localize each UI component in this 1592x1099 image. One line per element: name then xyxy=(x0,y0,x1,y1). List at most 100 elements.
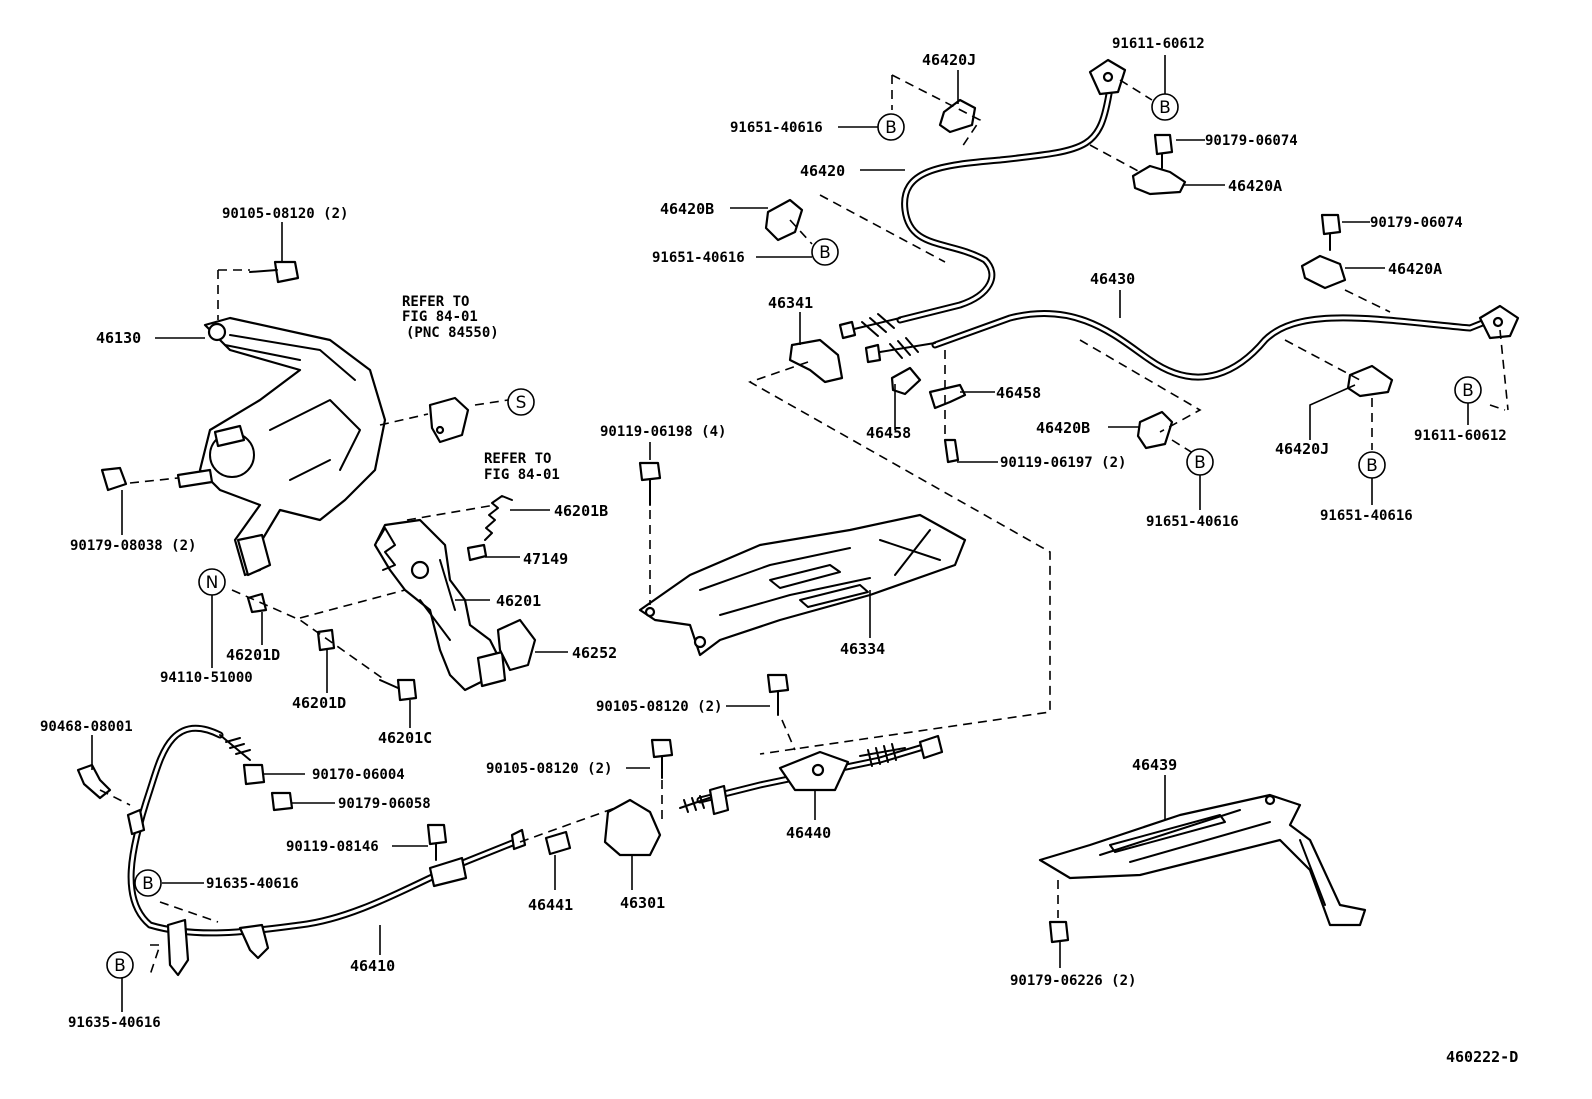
label-46420J-top: 46420J xyxy=(922,51,976,69)
label-91611-60612-top: 91611-60612 xyxy=(1112,36,1205,52)
label-90119-06197: 90119-06197 (2) xyxy=(1000,455,1126,471)
label-46420B-a: 46420B xyxy=(660,200,714,218)
marker-b-4: B xyxy=(1454,376,1482,404)
marker-b-8: B xyxy=(106,951,134,979)
clip-91635-b xyxy=(238,923,270,960)
cable-46430 xyxy=(864,304,1520,381)
label-46130: 46130 xyxy=(96,329,141,347)
marker-b-2: B xyxy=(877,113,905,141)
cable-46440 xyxy=(679,734,944,816)
cable-46410 xyxy=(126,724,527,937)
pedal-46201 xyxy=(373,518,507,692)
label-90105-08120-mid: 90105-08120 (2) xyxy=(596,699,722,715)
svg-text:B: B xyxy=(885,118,897,138)
circled-markers: B B B B B B B B S N xyxy=(106,93,1482,979)
cable-46420 xyxy=(838,58,1127,340)
label-90119-08146: 90119-08146 xyxy=(286,839,379,855)
label-91651-40616-c: 91651-40616 xyxy=(1146,514,1239,530)
protector-46439 xyxy=(1038,793,1367,927)
label-46410: 46410 xyxy=(350,957,395,975)
cable-guide-46301 xyxy=(603,798,662,857)
refer-note-1-line-3: (PNC 84550) xyxy=(406,325,499,341)
pedal-pad-46252 xyxy=(496,618,537,672)
label-46252: 46252 xyxy=(572,644,617,662)
label-46420: 46420 xyxy=(800,162,845,180)
label-46420B-b: 46420B xyxy=(1036,419,1090,437)
marker-n: N xyxy=(198,568,226,596)
label-46458-a: 46458 xyxy=(866,424,911,442)
clip-46458-a xyxy=(890,366,922,396)
label-46458-b: 46458 xyxy=(996,384,1041,402)
label-90179-06226: 90179-06226 (2) xyxy=(1010,973,1136,989)
label-46420J-right: 46420J xyxy=(1275,440,1329,458)
label-90468-08001: 90468-08001 xyxy=(40,719,133,735)
label-46201B: 46201B xyxy=(554,502,608,520)
svg-text:B: B xyxy=(1159,98,1171,118)
svg-text:S: S xyxy=(516,393,527,413)
marker-b-6: B xyxy=(1358,451,1386,479)
svg-text:B: B xyxy=(1366,456,1378,476)
protector-46334 xyxy=(638,513,967,657)
diagram-code: 460222-D xyxy=(1446,1048,1518,1066)
label-90179-06074-b: 90179-06074 xyxy=(1370,215,1463,231)
marker-b-1: B xyxy=(1151,93,1179,121)
bracket-46341 xyxy=(788,338,844,384)
bracket-46420B-left xyxy=(764,198,804,242)
stop-lamp-switch xyxy=(428,396,470,444)
pedal-bracket-46130 xyxy=(176,316,387,577)
label-46201: 46201 xyxy=(496,592,541,610)
bracket-46420A-right xyxy=(1300,254,1347,290)
label-91651-40616-d: 91651-40616 xyxy=(1320,508,1413,524)
label-47149: 47149 xyxy=(523,550,568,568)
clip-91635-a xyxy=(166,918,190,977)
label-91651-40616-b: 91651-40616 xyxy=(652,250,745,266)
label-46420A-b: 46420A xyxy=(1388,260,1442,278)
svg-text:B: B xyxy=(1194,453,1206,473)
refer-note-1-line-1: REFER TO xyxy=(402,294,469,310)
leader-lines xyxy=(91,55,1469,1012)
svg-text:N: N xyxy=(206,573,219,593)
label-90105-08120-low: 90105-08120 (2) xyxy=(486,761,612,777)
bracket-46420A-top xyxy=(1131,164,1187,196)
label-46430: 46430 xyxy=(1090,270,1135,288)
label-90179-06074-a: 90179-06074 xyxy=(1205,133,1298,149)
label-90105-08120-top: 90105-08120 (2) xyxy=(222,206,348,222)
label-46420A-a: 46420A xyxy=(1228,177,1282,195)
label-46441: 46441 xyxy=(528,896,573,914)
label-91635-40616-a: 91635-40616 xyxy=(206,876,299,892)
svg-text:B: B xyxy=(1462,381,1474,401)
clip-46458-b xyxy=(928,383,967,410)
label-91635-40616-b: 91635-40616 xyxy=(68,1015,161,1031)
label-46301: 46301 xyxy=(620,894,665,912)
label-46201C: 46201C xyxy=(378,729,432,747)
marker-s: S xyxy=(507,388,535,416)
label-94110-51000: 94110-51000 xyxy=(160,670,253,686)
label-90119-06198: 90119-06198 (4) xyxy=(600,424,726,440)
marker-b-7: B xyxy=(134,869,162,897)
label-90179-08038: 90179-08038 (2) xyxy=(70,538,196,554)
marker-b-3: B xyxy=(811,238,839,266)
part-labels: 46420J 91611-60612 91651-40616 90179-060… xyxy=(40,36,1518,1066)
bracket-46420J-right xyxy=(1346,364,1394,398)
label-46334: 46334 xyxy=(840,640,885,658)
marker-b-5: B xyxy=(1186,448,1214,476)
label-91611-60612-right: 91611-60612 xyxy=(1414,428,1507,444)
fasteners xyxy=(100,133,1342,944)
svg-text:B: B xyxy=(819,243,831,263)
refer-note-2-line-2: FIG 84-01 xyxy=(484,467,560,483)
label-46440: 46440 xyxy=(786,824,831,842)
label-90170-06004: 90170-06004 xyxy=(312,767,405,783)
label-90179-06058: 90179-06058 xyxy=(338,796,431,812)
refer-note-2-line-1: REFER TO xyxy=(484,451,551,467)
label-46439: 46439 xyxy=(1132,756,1177,774)
bracket-46420B-right xyxy=(1136,410,1174,450)
label-91651-40616-a: 91651-40616 xyxy=(730,120,823,136)
refer-note-1-line-2: FIG 84-01 xyxy=(402,309,478,325)
svg-text:B: B xyxy=(142,874,154,894)
pin-47149 xyxy=(466,543,488,562)
label-46201D-b: 46201D xyxy=(292,694,346,712)
dashed-guide-lines xyxy=(99,74,1509,976)
label-46341: 46341 xyxy=(768,294,813,312)
svg-text:B: B xyxy=(114,956,126,976)
